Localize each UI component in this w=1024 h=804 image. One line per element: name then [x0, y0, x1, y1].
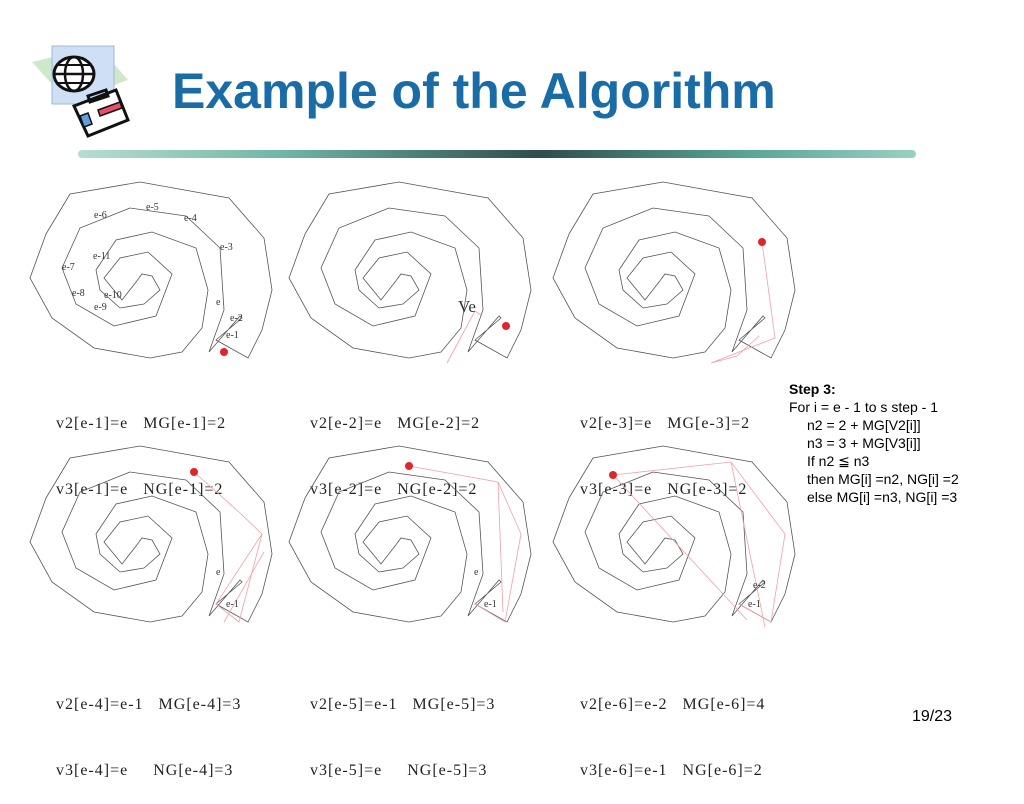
visibility-edge — [612, 461, 786, 623]
spiral-polygon — [288, 181, 532, 359]
vertex-label: e-1 — [226, 599, 239, 610]
vertex-label: e-1 — [226, 330, 239, 341]
vertex-label: e-7 — [62, 262, 75, 273]
spiral-polygon — [29, 181, 273, 359]
step-line: For i = e - 1 to s step - 1 — [789, 399, 939, 415]
vertex-label: e-2 — [753, 580, 766, 591]
vertex-label: e-6 — [94, 210, 107, 221]
spiral-polygon — [29, 445, 273, 623]
step-line: n2 = 2 + MG[V2[i]] — [807, 417, 921, 433]
vertex-label: e — [474, 567, 479, 578]
vertex-label: e-5 — [146, 202, 159, 213]
vertex-label: e-11 — [93, 251, 110, 262]
polygon-diagram-5: e e-1 — [288, 445, 532, 623]
globe-icon — [52, 55, 96, 93]
polygon-diagram-2: Ve — [288, 181, 532, 364]
visibility-edge — [408, 465, 522, 623]
polygon-diagram-6: e-2 e-1 — [552, 445, 796, 628]
spiral-polygon-outline — [29, 445, 273, 623]
spiral-polygon-outline — [288, 181, 532, 359]
panel-caption: v2[e-5]=e-1 MG[e-5]=3 v3[e-5]=e NG[e-5]=… — [310, 696, 496, 779]
polygon-diagram-4: e e-1 — [29, 445, 273, 623]
polygon-diagram-1: e-5 e-6 e-4 e-3 e-11 e-7 e-8 e-10 e-9 e … — [29, 181, 273, 359]
diagram-panel-2: Ve — [283, 178, 543, 368]
current-vertex-marker — [220, 348, 228, 356]
step-line: else MG[i] =n3, NG[i] =3 — [807, 489, 958, 505]
vertex-label-ve: Ve — [458, 297, 476, 316]
panel-caption: v2[e-6]=e-2 MG[e-6]=4 v3[e-6]=e-1 NG[e-6… — [580, 696, 766, 779]
diagram-panel-5: e e-1 — [283, 442, 543, 632]
diagram-panel-4: e e-1 — [24, 442, 284, 632]
logo-icon — [32, 45, 130, 138]
vertex-label: e-3 — [220, 242, 233, 253]
current-vertex-marker — [609, 471, 617, 479]
step-line: If n2 ≦ n3 — [807, 453, 870, 469]
vertex-label: e-1 — [484, 599, 497, 610]
suitcase-icon — [71, 88, 130, 138]
current-vertex-marker — [405, 462, 413, 470]
diagram-panel-3 — [547, 178, 807, 368]
panel-caption: v2[e-3]=e MG[e-3]=2 v3[e-3]=e NG[e-3]=2 — [580, 415, 751, 498]
vertex-label: e — [216, 297, 221, 308]
panel-caption: v2[e-1]=e MG[e-1]=2 v3[e-1]=e NG[e-1]=2 — [56, 415, 227, 498]
current-vertex-marker — [758, 238, 766, 246]
visibility-edge — [730, 461, 766, 628]
diagram-panel-1: e-5 e-6 e-4 e-3 e-11 e-7 e-8 e-10 e-9 e … — [24, 178, 284, 368]
spiral-polygon — [288, 445, 532, 623]
vertex-label: e-9 — [94, 302, 107, 313]
current-vertex-marker — [502, 322, 510, 330]
vertex-label: e — [216, 567, 221, 578]
spiral-polygon — [552, 181, 796, 359]
spiral-polygon-outline — [552, 181, 796, 359]
step-heading: Step 3: — [789, 381, 836, 397]
step-line: then MG[i] =n2, NG[i] =2 — [807, 471, 959, 487]
panel-caption: v2[e-4]=e-1 MG[e-4]=3 v3[e-4]=e NG[e-4]=… — [56, 696, 242, 779]
spiral-polygon-outline — [29, 181, 273, 359]
visibility-edge — [193, 471, 263, 623]
vertex-label: e-8 — [72, 288, 85, 299]
vertex-label: e-1 — [748, 599, 761, 610]
visibility-edge — [446, 310, 482, 364]
visibility-edge — [223, 551, 265, 623]
page-title: Example of the Algorithm — [172, 63, 776, 119]
visibility-edge — [612, 474, 748, 621]
step-line: n3 = 3 + MG[V3[i]] — [807, 435, 921, 451]
spiral-polygon-outline — [288, 445, 532, 623]
title-divider — [78, 150, 916, 158]
polygon-diagram-3 — [552, 181, 796, 364]
vertex-label: e-10 — [104, 290, 122, 301]
diagram-panel-6: e-2 e-1 — [547, 442, 807, 632]
visibility-edge — [497, 481, 504, 613]
step-description: Step 3: For i = e - 1 to s step - 1 n2 =… — [789, 380, 959, 506]
vertex-label: e-4 — [184, 213, 197, 224]
vertex-label: e-2 — [230, 313, 243, 324]
page-number: 19/23 — [912, 708, 953, 725]
visibility-edge — [710, 241, 776, 364]
current-vertex-marker — [190, 468, 198, 476]
panel-caption: v2[e-2]=e MG[e-2]=2 v3[e-2]=e NG[e-2]=2 — [310, 415, 481, 498]
